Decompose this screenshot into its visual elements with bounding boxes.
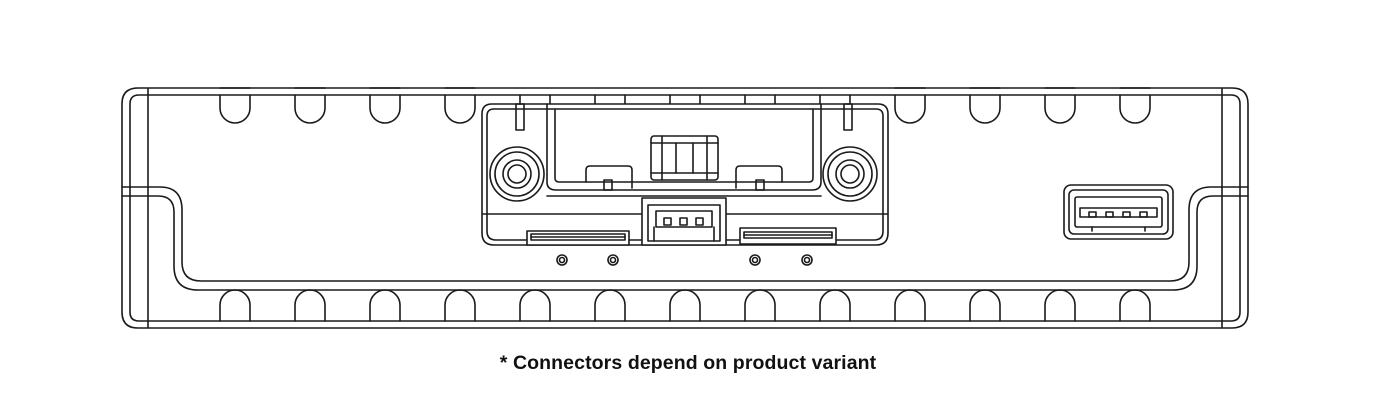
- bottom-rib: [519, 289, 551, 322]
- enclosure-outline: [121, 87, 1249, 329]
- bottom-rib: [369, 289, 401, 322]
- bottom-rib: [819, 289, 851, 322]
- bottom-rib: [219, 289, 251, 322]
- bottom-rib: [969, 289, 1001, 322]
- top-rib-stub: [669, 94, 701, 105]
- bottom-rib: [444, 289, 476, 322]
- usb-a-port: [1063, 184, 1174, 240]
- top-rib: [969, 94, 1001, 124]
- top-rib: [219, 94, 251, 124]
- top-rib: [1119, 94, 1151, 124]
- top-rib-stub: [744, 94, 776, 105]
- right-round-connector: [822, 146, 878, 202]
- bottom-rib: [294, 289, 326, 322]
- bottom-rib: [744, 289, 776, 322]
- top-rib: [1044, 94, 1076, 124]
- top-rib: [894, 94, 926, 124]
- connector-module: [481, 103, 889, 246]
- caption: * Connectors depend on product variant: [499, 352, 877, 374]
- right-card-slot: [739, 227, 837, 245]
- center-latch-connector: [650, 135, 719, 181]
- top-cooling-ribs: [219, 87, 1151, 124]
- left-round-connector: [489, 146, 545, 202]
- indicator-holes: [556, 254, 813, 266]
- top-rib-stub: [594, 94, 626, 105]
- pin-header-connector: [641, 197, 727, 246]
- top-rib-stub: [819, 94, 851, 105]
- bottom-rib: [1044, 289, 1076, 322]
- bottom-rib: [594, 289, 626, 322]
- left-card-slot: [526, 230, 630, 246]
- top-rib: [294, 94, 326, 124]
- bottom-rib: [894, 289, 926, 322]
- bottom-rib: [1119, 289, 1151, 322]
- top-rib-stub: [519, 94, 551, 105]
- bottom-rib: [669, 289, 701, 322]
- top-rib: [444, 94, 476, 124]
- top-rib: [369, 94, 401, 124]
- bottom-cooling-ribs: [219, 289, 1151, 322]
